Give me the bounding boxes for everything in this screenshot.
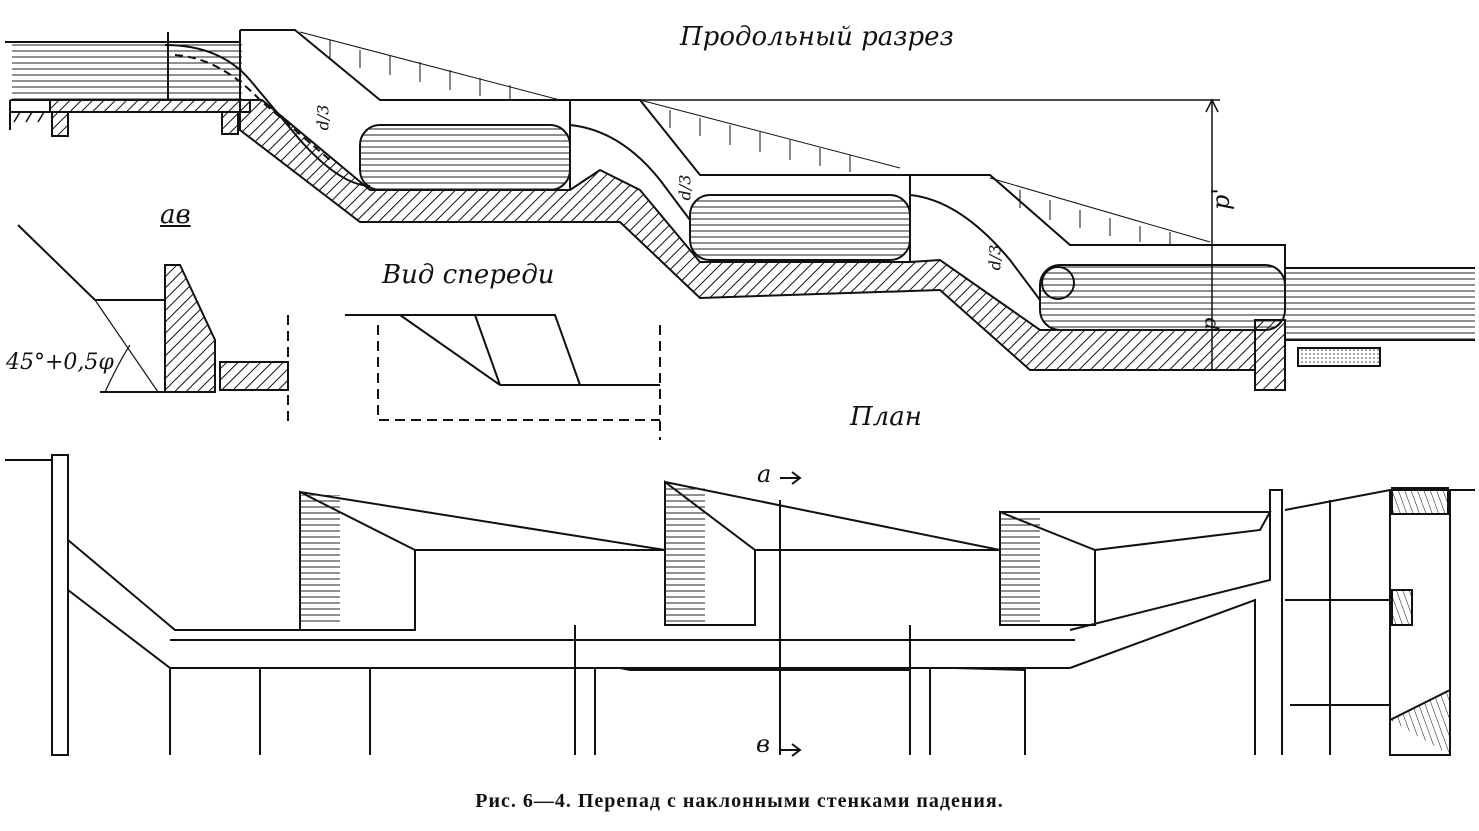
flow-surface-1 bbox=[164, 44, 371, 187]
downstream-channel bbox=[1254, 267, 1475, 391]
slope-wing-3 bbox=[999, 510, 1272, 626]
upstream-floor bbox=[9, 99, 251, 137]
front-view bbox=[345, 314, 661, 440]
d-over-3-label-1: d/3 bbox=[313, 104, 333, 131]
plan-view bbox=[5, 454, 1475, 757]
longitudinal-section bbox=[5, 29, 1475, 391]
section-ab bbox=[17, 224, 289, 425]
flow-surface-2 bbox=[174, 54, 331, 161]
dimension-p-prime-label: p' bbox=[1206, 188, 1235, 210]
figure-caption: Рис. 6—4. Перепад с наклонными стенками … bbox=[475, 790, 1004, 812]
d-over-3-label-2: d/3 bbox=[675, 174, 695, 201]
d-over-3-label-3: d/3 bbox=[985, 244, 1005, 271]
upstream-water bbox=[5, 32, 242, 100]
embankment-hatch bbox=[299, 31, 1211, 244]
title-front-view: Вид спереди bbox=[382, 260, 555, 290]
dimension-p-label: p bbox=[1196, 317, 1221, 331]
section-mark-b: в bbox=[756, 730, 770, 758]
title-longitudinal-section: Продольный разрез bbox=[680, 22, 954, 52]
slope-wing-2 bbox=[664, 479, 1001, 626]
chamber-2 bbox=[569, 99, 911, 262]
dimension-p-prime bbox=[380, 98, 1220, 370]
angle-annotation: 45°+0,5φ bbox=[6, 350, 114, 375]
slope-wing-1 bbox=[299, 490, 666, 631]
title-section-ab: ав bbox=[160, 200, 191, 230]
section-mark-a: а bbox=[757, 460, 772, 488]
section-marker bbox=[779, 471, 802, 757]
title-plan: План bbox=[850, 402, 922, 432]
